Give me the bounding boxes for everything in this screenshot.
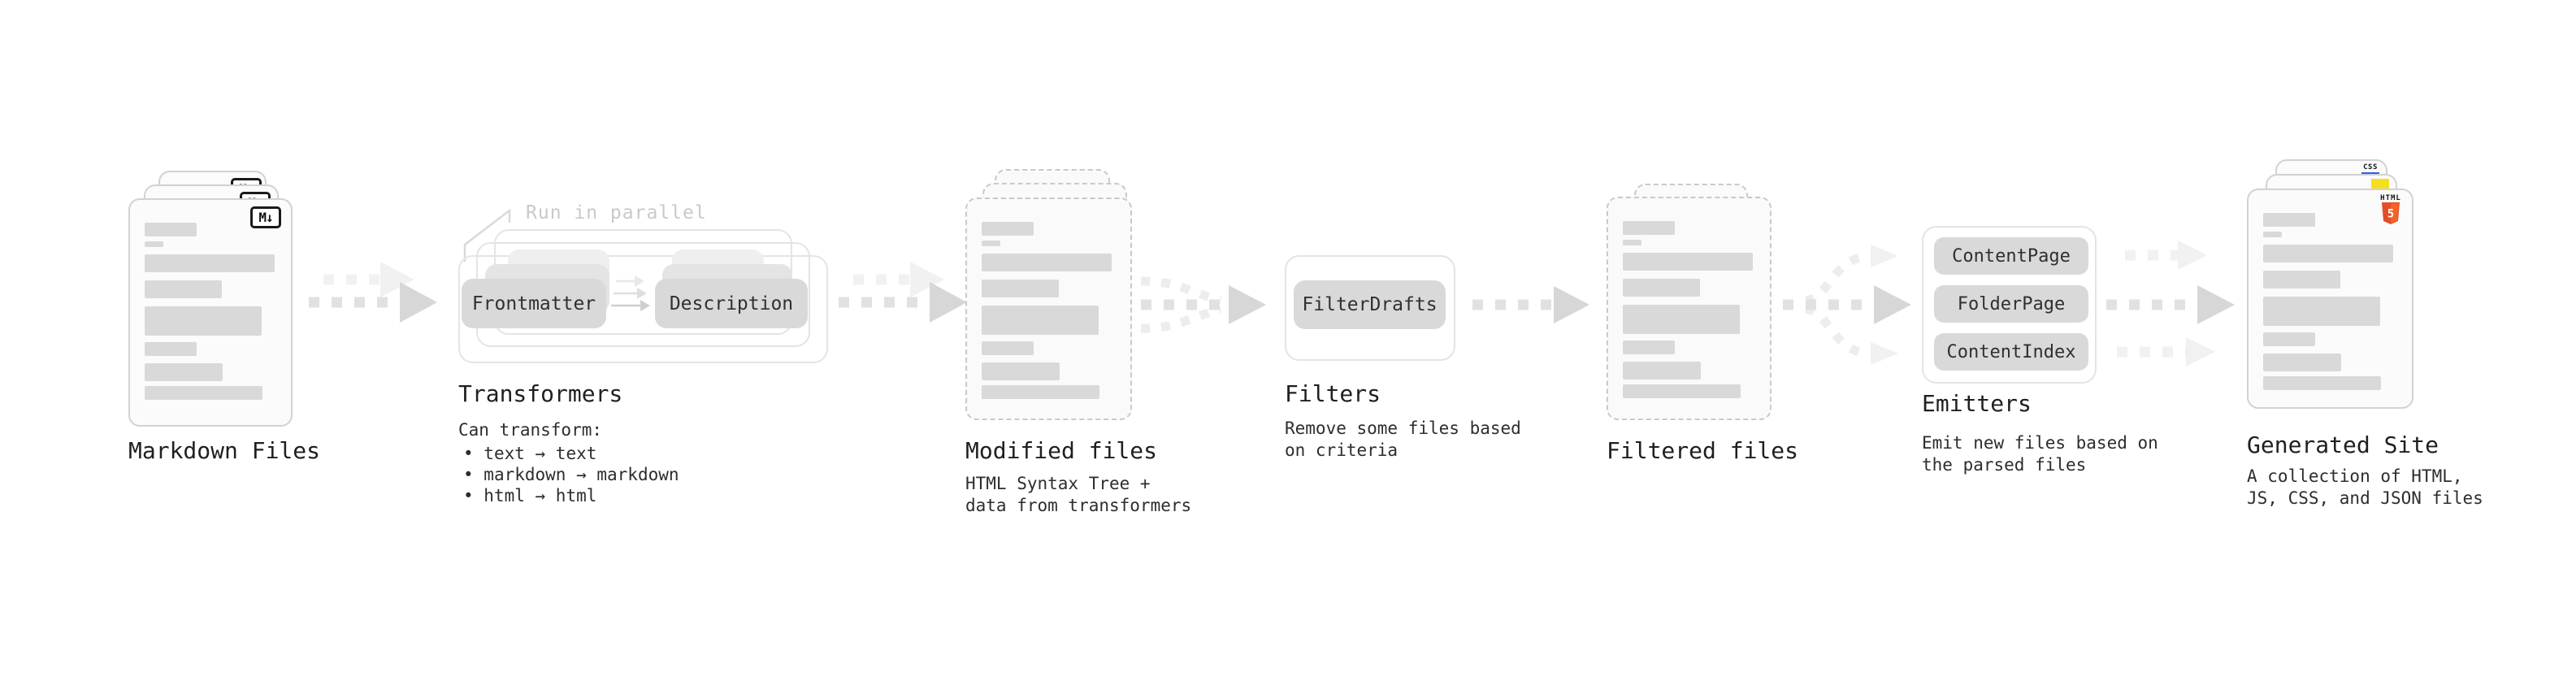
generated-site-stack: CSS HTML 5 xyxy=(2245,159,2418,410)
content-line xyxy=(145,223,197,236)
html5-shield: 5 xyxy=(2382,202,2400,224)
content-line xyxy=(145,342,197,356)
content-line xyxy=(1623,279,1700,297)
content-line xyxy=(1623,384,1741,398)
svg-text:5: 5 xyxy=(2387,208,2394,221)
content-line xyxy=(982,254,1112,271)
subtitle-line: A collection of HTML, xyxy=(2247,466,2463,486)
content-line xyxy=(145,280,222,298)
filtered-files-stack xyxy=(1605,184,1776,421)
content-line xyxy=(2263,245,2393,262)
content-line xyxy=(982,222,1034,236)
html5-icon: HTML 5 xyxy=(2380,194,2401,228)
filters-subtitle: Remove some files based on criteria xyxy=(1285,418,1521,462)
content-line xyxy=(982,341,1034,355)
generated-site-subtitle: A collection of HTML, JS, CSS, and JSON … xyxy=(2247,466,2483,510)
html5-icon-word: HTML xyxy=(2380,194,2401,202)
stage-label-generated-site: Generated Site xyxy=(2247,432,2439,458)
stage-label-transformers: Transformers xyxy=(458,380,623,407)
arrow-modified-to-filters xyxy=(1140,276,1266,333)
modified-files-stack xyxy=(964,169,1136,423)
content-line xyxy=(982,241,1000,246)
modified-files-subtitle: HTML Syntax Tree + data from transformer… xyxy=(965,473,1191,517)
content-line xyxy=(982,280,1059,297)
subtitle-line: data from transformers xyxy=(965,496,1192,515)
content-line xyxy=(2263,297,2380,326)
stage-label-emitters: Emitters xyxy=(1922,390,2032,417)
modified-file-card-front xyxy=(965,197,1132,420)
stage-label-markdown-files: Markdown Files xyxy=(128,437,321,464)
content-line xyxy=(1623,253,1753,271)
content-line xyxy=(1623,362,1701,380)
stage-label-filtered-files: Filtered files xyxy=(1607,437,1799,464)
content-line xyxy=(982,306,1099,335)
arrow-filters-to-filtered xyxy=(1472,286,1589,323)
stage-label-modified-files: Modified files xyxy=(965,437,1158,464)
markdown-file-card-front: M↓ xyxy=(128,198,293,427)
content-line xyxy=(145,363,223,381)
filtered-file-card-front xyxy=(1607,197,1772,420)
content-line xyxy=(982,385,1099,399)
bullet-item: text → text xyxy=(463,443,679,464)
markdown-files-stack: M↓ M↓ M↓ xyxy=(128,171,301,427)
arrow-transformers-to-modified xyxy=(839,262,967,323)
transformers-description-title: Can transform: xyxy=(458,420,603,440)
css-icon-label: CSS xyxy=(2363,163,2378,171)
arrow-emitters-to-generated xyxy=(2106,241,2235,367)
content-line xyxy=(2263,332,2315,346)
content-line xyxy=(2263,354,2341,371)
subtitle-line: Emit new files based on xyxy=(1922,433,2158,453)
markdown-icon: M↓ xyxy=(250,206,281,228)
content-line xyxy=(145,241,163,247)
stage-label-filters: Filters xyxy=(1285,380,1381,407)
content-line xyxy=(2263,232,2282,237)
content-line xyxy=(145,306,262,336)
pill-folderpage: FolderPage xyxy=(1934,285,2088,323)
subtitle-line: Remove some files based xyxy=(1285,419,1521,438)
subtitle-line: JS, CSS, and JSON files xyxy=(2247,488,2483,508)
run-in-parallel-note: Run in parallel xyxy=(526,202,707,223)
content-line xyxy=(145,386,262,400)
content-line xyxy=(2263,376,2381,390)
pill-contentpage: ContentPage xyxy=(1934,237,2088,275)
content-line xyxy=(1623,221,1675,235)
generated-file-card-html: HTML 5 xyxy=(2247,189,2413,409)
pill-contentindex: ContentIndex xyxy=(1934,333,2088,371)
transformer-box-front xyxy=(458,255,828,363)
content-line xyxy=(1623,305,1740,334)
bullet-item: markdown → markdown xyxy=(463,464,679,485)
content-line xyxy=(982,362,1060,380)
pill-filterdrafts: FilterDrafts xyxy=(1294,280,1446,329)
pill-description: Description xyxy=(655,279,808,328)
content-line xyxy=(2263,213,2315,227)
subtitle-line: the parsed files xyxy=(1922,455,2087,475)
subtitle-line: on criteria xyxy=(1285,440,1399,460)
content-line xyxy=(2263,271,2340,288)
pill-frontmatter: Frontmatter xyxy=(462,279,606,328)
subtitle-line: HTML Syntax Tree + xyxy=(965,474,1151,493)
content-line xyxy=(1623,240,1641,245)
emitters-subtitle: Emit new files based on the parsed files xyxy=(1922,432,2158,476)
arrow-filtered-to-emitters xyxy=(1783,245,1911,365)
transformers-bullet-list: text → text markdown → markdown html → h… xyxy=(463,443,679,506)
arrow-markdown-to-transformers xyxy=(309,262,437,323)
bullet-item: html → html xyxy=(463,485,679,506)
content-line xyxy=(145,254,275,272)
content-line xyxy=(1623,340,1675,354)
js-icon xyxy=(2371,179,2389,189)
